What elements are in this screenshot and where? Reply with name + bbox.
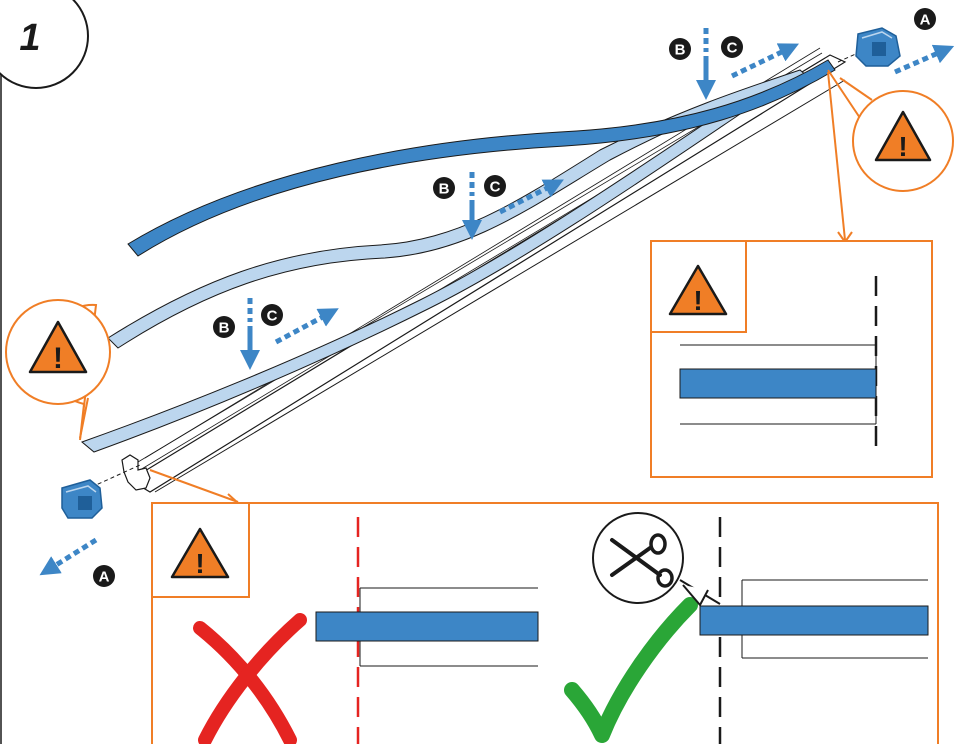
scissors-icon [610,533,674,588]
warning-callout-right: ! [827,69,954,244]
check-mark-icon [564,597,698,743]
warning-triangle-icon: ! [668,264,728,316]
blue-insert-strip [127,59,836,257]
scissors-callout [592,512,721,607]
svg-text:C: C [267,308,278,325]
step-number-badge: 1 [0,0,89,89]
incorrect-example [193,517,539,744]
arrow-c-2 [498,179,564,215]
correct-example [564,512,929,744]
label-b-3: B [213,316,235,338]
label-a-left: A [93,565,115,587]
arrow-c-3 [274,308,339,345]
label-b-2: B [433,177,455,199]
label-c-3: C [261,304,283,326]
warning-callout-left: ! [5,299,111,441]
svg-text:B: B [439,181,450,198]
svg-text:!: ! [898,131,907,162]
arrow-a-left [39,537,98,576]
rail-end-profile [121,454,151,491]
label-c-1: C [721,36,743,58]
svg-text:B: B [219,320,230,337]
svg-text:B: B [675,42,686,59]
arrow-c-1 [730,43,800,79]
svg-text:C: C [490,179,501,196]
warning-triangle-icon: ! [170,527,230,579]
svg-text:!: ! [195,548,204,579]
cross-mark-icon [193,613,307,744]
svg-text:!: ! [53,342,63,375]
label-b-1: B [669,38,691,60]
detail-box-bottom: ! [149,469,939,744]
warning-triangle-icon: ! [874,110,932,162]
end-cap-right [855,27,901,67]
svg-text:!: ! [693,285,702,316]
label-c-2: C [484,175,506,197]
detail-box-right: ! [650,240,933,478]
label-a-right: A [914,8,936,30]
arrow-a-right [893,44,955,75]
svg-text:C: C [727,40,738,57]
blue-strip-section [679,368,877,399]
svg-text:A: A [99,569,110,586]
warning-triangle-icon: ! [28,320,88,375]
end-cap-left [61,479,103,519]
svg-text:A: A [920,12,931,29]
step-number: 1 [19,17,40,59]
